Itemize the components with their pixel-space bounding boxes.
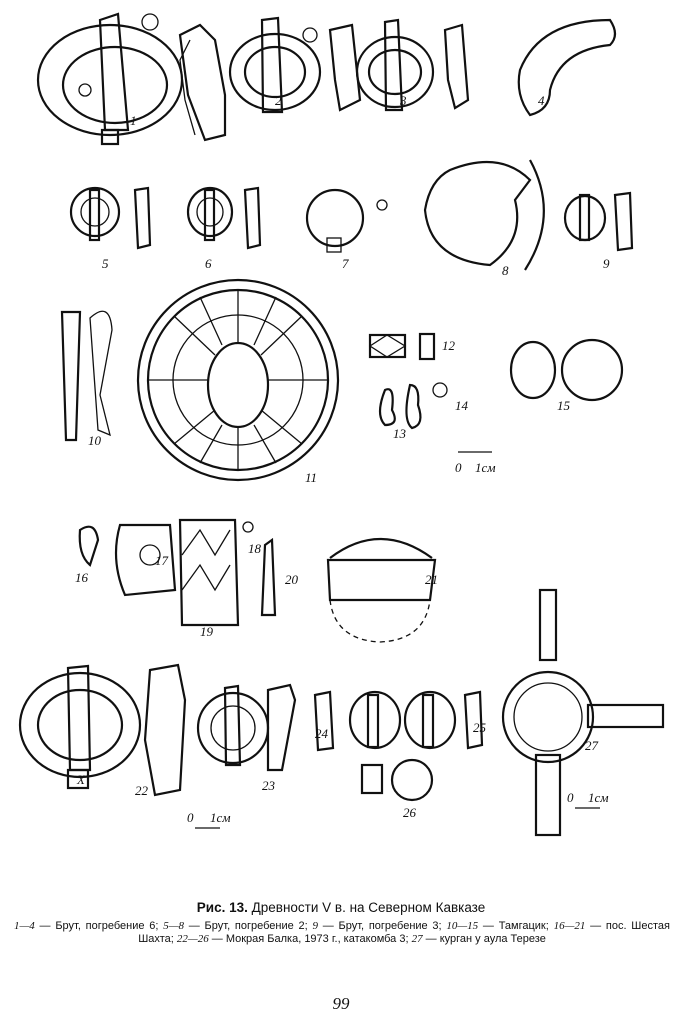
caption-text: — Брут, погребение 6; — [34, 920, 164, 932]
label-17: 17 — [155, 553, 169, 568]
scale-unit-3: 1см — [588, 790, 609, 805]
label-15: 15 — [557, 398, 571, 413]
label-23: 23 — [262, 778, 276, 793]
label-20: 20 — [285, 572, 299, 587]
scale-zero-1: 0 — [455, 460, 462, 475]
label-27: 27 — [585, 738, 599, 753]
plate-4 — [517, 18, 617, 117]
page-number: 99 — [332, 994, 350, 1013]
items-16-19 — [78, 518, 277, 627]
caption-text: — курган у аула Терезе — [422, 933, 546, 945]
buckles-9 — [563, 191, 634, 252]
caption-range: 9 — [312, 920, 318, 932]
caption-range: 16—21 — [553, 920, 586, 932]
scale-zero-3: 0 — [567, 790, 574, 805]
caption-range: 1—4 — [14, 920, 35, 932]
figure-number: Рис. 13. — [196, 900, 248, 915]
buckle-3 — [355, 18, 435, 112]
buckle-22 — [18, 663, 187, 797]
label-12: 12 — [442, 338, 456, 353]
plate-8 — [423, 159, 545, 271]
buckles-24-25 — [313, 690, 484, 752]
caption-range: 5—8 — [163, 920, 184, 932]
label-13: 13 — [393, 426, 407, 441]
caption-text: — Брут, погребение 3; — [317, 920, 447, 932]
scale-zero-2: 0 — [187, 810, 194, 825]
scale-bars — [195, 807, 600, 829]
label-24: 24 — [315, 726, 329, 741]
figure-title: Древности V в. на Северном Кавказе — [251, 900, 486, 915]
label-5: 5 — [102, 256, 109, 271]
beads-26 — [360, 758, 434, 802]
buckle-2 — [228, 16, 322, 114]
label-10: 10 — [88, 433, 102, 448]
caption-range: 10—15 — [446, 920, 479, 932]
caption-text: — пос. Шестая Шахта; — [138, 920, 670, 945]
fibula-10 — [60, 310, 113, 442]
buckle-23 — [196, 683, 297, 772]
buckle-2-profile — [328, 23, 362, 112]
scale-unit-2: 1см — [210, 810, 231, 825]
figure-caption-title: Рис. 13. Древности V в. на Северном Кавк… — [0, 900, 682, 915]
label-3: 3 — [399, 93, 407, 108]
figure-caption-body: 1—4 — Брут, погребение 6; 5—8 — Брут, по… — [14, 920, 670, 946]
pendants-13-14 — [378, 382, 448, 430]
label-16: 16 — [75, 570, 89, 585]
label-18: 18 — [248, 541, 262, 556]
buckle-mark: X — [76, 772, 86, 787]
buckle-3-profile — [443, 23, 470, 110]
label-2: 2 — [275, 93, 282, 108]
archaeological-figure: X 1 2 3 4 5 6 7 8 9 10 11 12 13 14 15 0 … — [18, 12, 665, 837]
label-21: 21 — [425, 572, 438, 587]
label-11: 11 — [305, 470, 317, 485]
ring-7 — [305, 188, 388, 253]
buckles-5 — [69, 186, 152, 250]
caption-text: — Тамгацик; — [478, 920, 554, 932]
caption-text: — Мокрая Балка, 1973 г., катакомба 3; — [208, 933, 412, 945]
buckle-1-profile — [178, 23, 227, 142]
label-6: 6 — [205, 256, 212, 271]
label-25: 25 — [473, 720, 487, 735]
beads-15 — [509, 338, 624, 402]
cauldron-21 — [326, 538, 437, 643]
bridle-27 — [501, 588, 665, 837]
buckle-1 — [36, 12, 184, 146]
label-22: 22 — [135, 783, 149, 798]
scale-unit-1: 1см — [475, 460, 496, 475]
buckles-6 — [186, 186, 262, 250]
label-1: 1 — [130, 113, 137, 128]
label-9: 9 — [603, 256, 610, 271]
caption-range: 27 — [411, 933, 423, 945]
label-8: 8 — [502, 263, 509, 278]
caption-text: — Брут, погребение 2; — [184, 920, 313, 932]
plaques-12 — [368, 332, 436, 361]
label-14: 14 — [455, 398, 469, 413]
label-7: 7 — [342, 256, 349, 271]
caption-range: 22—26 — [176, 933, 209, 945]
mirror-11 — [136, 278, 340, 482]
label-19: 19 — [200, 624, 214, 639]
label-26: 26 — [403, 805, 417, 820]
label-4: 4 — [538, 93, 545, 108]
